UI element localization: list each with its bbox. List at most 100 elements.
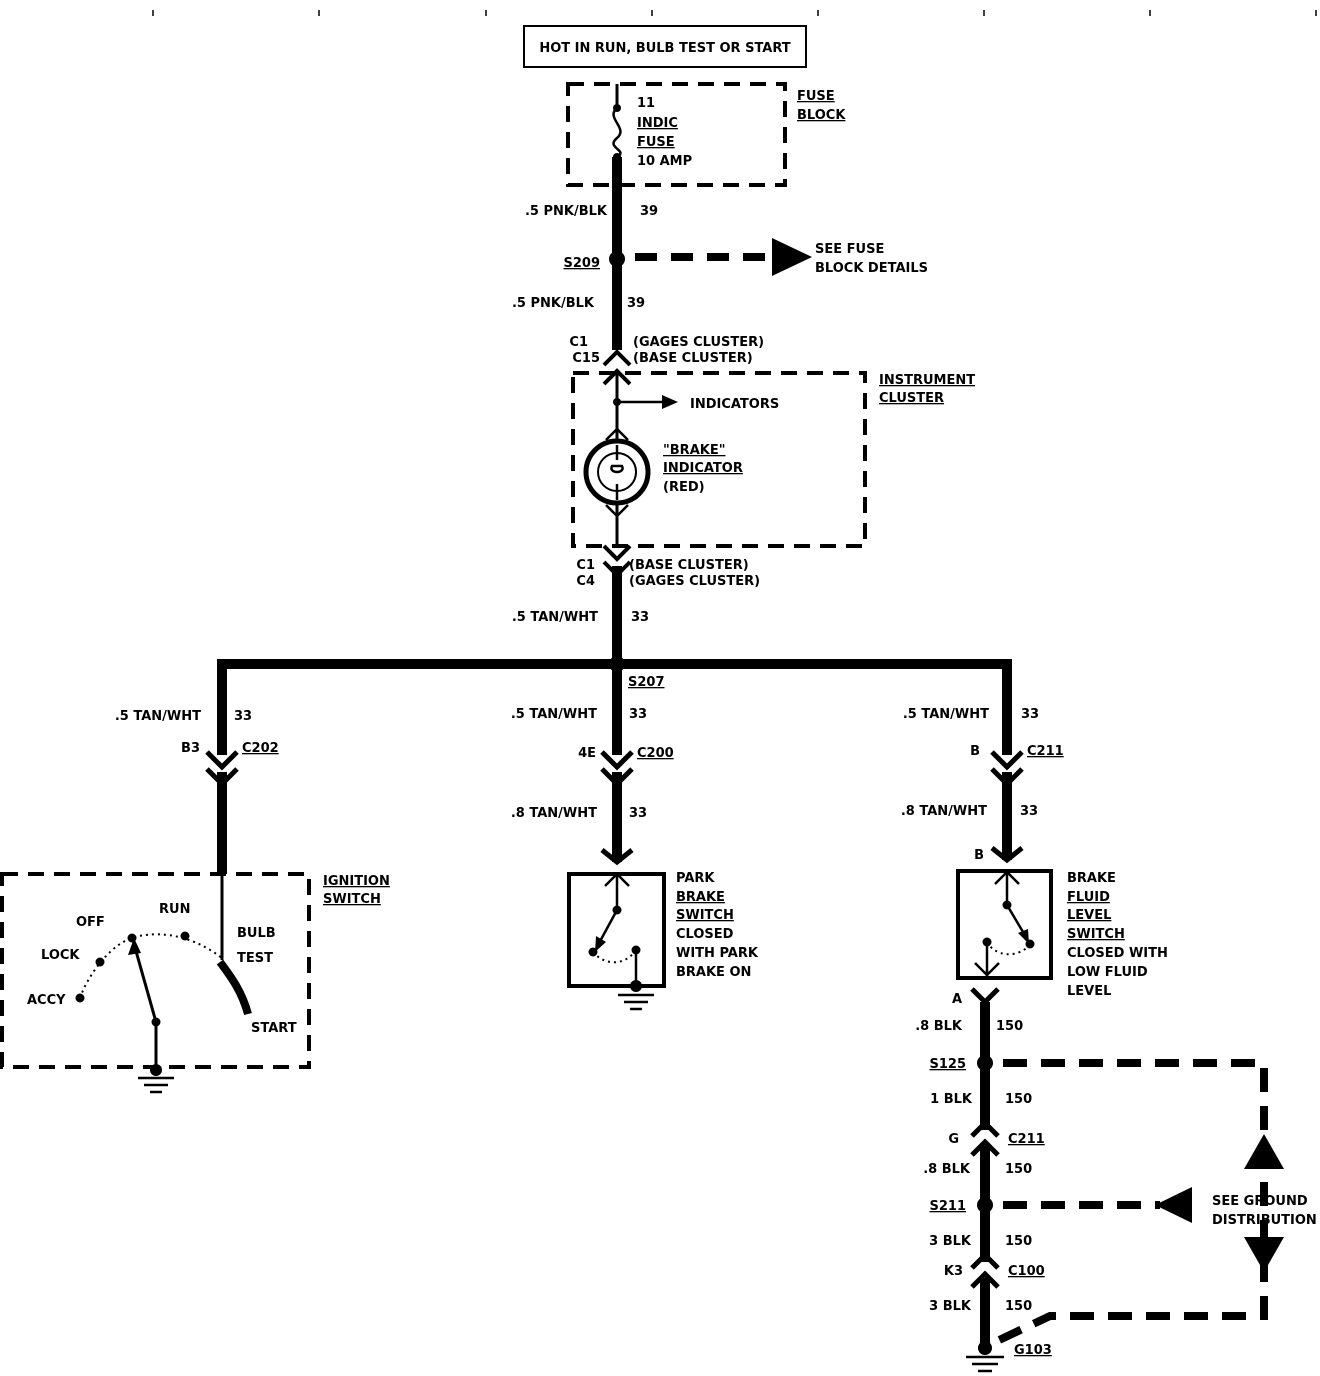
fluid-label-5: CLOSED WITH: [1067, 946, 1168, 961]
fuse-details-label-1: SEE FUSE: [815, 242, 884, 257]
fuse-icon: [612, 107, 622, 159]
fuse-terminal-top: [613, 104, 621, 112]
fluid-switch-contact-right: [1025, 939, 1035, 949]
brake-indicator-label-3: (RED): [663, 480, 705, 495]
fuse-number: 11: [637, 96, 655, 111]
ignition-off-label: OFF: [76, 915, 105, 930]
park-dotted-link: [592, 949, 637, 964]
fluid-blade-arrow-icon: [1018, 929, 1029, 944]
instrument-cluster-title-2: CLUSTER: [879, 391, 944, 406]
wire-39-circuit-2: 39: [627, 296, 645, 311]
cluster-top-base: (BASE CLUSTER): [633, 351, 753, 366]
cluster-bottom-connector-icon: [602, 544, 632, 562]
fluid-label-1: BRAKE: [1067, 871, 1116, 886]
ignition-contact-arm: [132, 943, 158, 1023]
top-tick-marks: [152, 10, 1317, 16]
wire-33-main-size: .5 TAN/WHT: [512, 610, 598, 625]
park-label-2: BRAKE: [676, 890, 725, 905]
wire-39-size-1: .5 PNK/BLK: [525, 204, 608, 219]
connector-c100-label: C100: [1008, 1264, 1045, 1279]
brake-bulb-filament-icon: [610, 445, 624, 500]
connector-c202-label: C202: [242, 741, 279, 756]
wire-left-circuit: 33: [234, 709, 252, 724]
ignition-run-terminal: [180, 931, 190, 941]
ignition-accy-terminal: [75, 993, 85, 1003]
ground-wire-3-circuit: 150: [1005, 1162, 1032, 1177]
wire-39-circuit-1: 39: [640, 204, 658, 219]
fuse-details-label-2: BLOCK DETAILS: [815, 261, 928, 276]
ground-distribution-label-1: SEE GROUND: [1212, 1194, 1308, 1209]
wire-middle2-size: .8 TAN/WHT: [511, 806, 597, 821]
connector-c211-icon: [990, 750, 1024, 771]
ground-distribution-arrow-left-icon: [1155, 1187, 1192, 1223]
fluid-inner-bottom-connector-icon: [974, 962, 1000, 977]
power-source-label: HOT IN RUN, BULB TEST OR START: [539, 41, 790, 56]
ground-wire-5-size: 3 BLK: [929, 1299, 972, 1314]
ignition-lock-terminal: [95, 957, 105, 967]
wire-right-size: .5 TAN/WHT: [903, 707, 989, 722]
park-ground-node: [630, 980, 642, 992]
wire-right2-circuit: 33: [1020, 804, 1038, 819]
fuse-details-arrow-icon: [772, 238, 812, 276]
fluid-inner-top-connector-icon: [994, 870, 1020, 885]
cluster-top-gages: (GAGES CLUSTER): [633, 335, 764, 350]
ignition-ground-icon: [138, 1076, 174, 1094]
fluid-label-2: FLUID: [1067, 890, 1110, 905]
splice-s125: [977, 1055, 993, 1071]
connector-c100-icon: [970, 1251, 1000, 1270]
ignition-lock-label: LOCK: [41, 948, 80, 963]
connector-4e-label: 4E: [578, 746, 596, 761]
ignition-title-2: SWITCH: [323, 892, 381, 907]
ground-wire-3-size: .8 BLK: [923, 1162, 971, 1177]
connector-k3-label: K3: [944, 1264, 963, 1279]
ground-distribution-arrow-up-icon: [1244, 1134, 1284, 1169]
splice-s207: [609, 656, 625, 672]
ignition-accy-label: ACCY: [27, 993, 66, 1008]
power-source-box: [523, 25, 807, 68]
wire-right2-size: .8 TAN/WHT: [901, 804, 987, 819]
fuse-block-outline: [566, 82, 787, 187]
fuse-name-2: FUSE: [637, 135, 675, 150]
fluid-label-4: SWITCH: [1067, 927, 1125, 942]
ground-distribution-label-2: DISTRIBUTION: [1212, 1213, 1317, 1228]
connector-c200-icon: [600, 750, 634, 771]
bulb-top-connector-icon: [605, 427, 629, 441]
cluster-bottom-c1: C1: [576, 558, 595, 573]
park-ground-icon: [618, 993, 654, 1011]
indicators-arrow-icon: [662, 395, 678, 409]
ignition-start-contact: [216, 959, 252, 1016]
fluid-connector-icon: [990, 846, 1024, 864]
connector-b-label: B: [970, 744, 980, 759]
park-label-4: CLOSED: [676, 927, 734, 942]
fluid-dotted-link: [986, 941, 1031, 956]
fuse-rating: 10 AMP: [637, 154, 692, 169]
brake-indicator-label-1: "BRAKE": [663, 443, 725, 458]
cluster-bottom-c4: C4: [576, 574, 595, 589]
wire-right-circuit: 33: [1021, 707, 1039, 722]
wire-39-size-2: .5 PNK/BLK: [512, 296, 595, 311]
instrument-cluster-title-1: INSTRUMENT: [879, 373, 975, 388]
ground-wire-5-circuit: 150: [1005, 1299, 1032, 1314]
connector-c211b-label: C211: [1008, 1132, 1045, 1147]
cluster-bottom-gages: (GAGES CLUSTER): [629, 574, 760, 589]
park-blade-arrow-icon: [595, 936, 606, 952]
park-inner-connector-icon: [604, 872, 630, 887]
wire-middle-circuit: 33: [629, 707, 647, 722]
park-label-5: WITH PARK: [676, 946, 759, 961]
brake-fluid-switch-outline: [956, 869, 1053, 980]
ignition-bulb-label: BULB: [237, 926, 276, 941]
ignition-start-label: START: [251, 1021, 297, 1036]
park-label-6: BRAKE ON: [676, 965, 751, 980]
cluster-top-connector-icon: [602, 349, 632, 367]
wire-middle-size: .5 TAN/WHT: [511, 707, 597, 722]
connector-c100-icon-2: [970, 1270, 1000, 1289]
ground-distribution-arrow-down-icon: [1244, 1237, 1284, 1272]
wire-middle2-circuit: 33: [629, 806, 647, 821]
wire-33-main-circuit: 33: [631, 610, 649, 625]
connector-c211-label: C211: [1027, 744, 1064, 759]
fluid-label-6: LOW FLUID: [1067, 965, 1148, 980]
ground-distribution-dashed-loop: [993, 1059, 1268, 1346]
cluster-top-c15: C15: [572, 351, 600, 366]
park-connector-icon: [600, 848, 634, 866]
